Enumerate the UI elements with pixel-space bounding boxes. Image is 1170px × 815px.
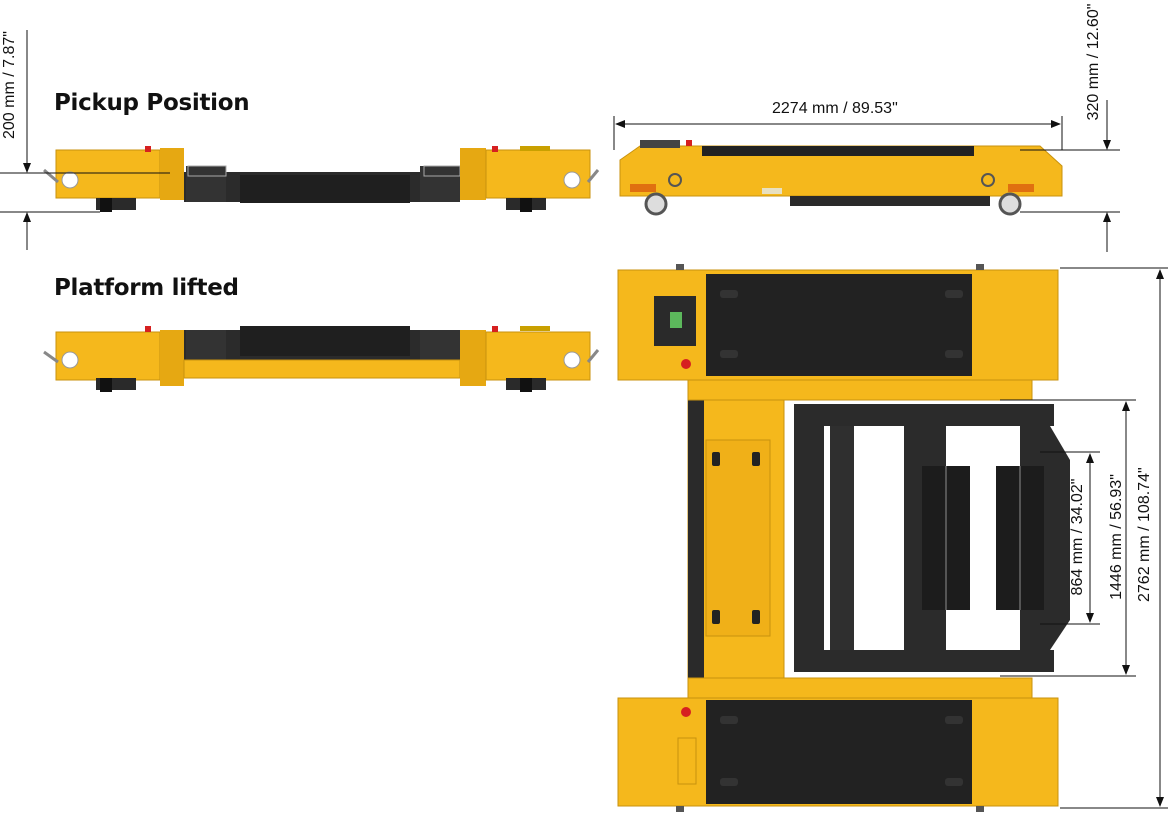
top-view xyxy=(617,264,1070,812)
dimension-vehicle-height xyxy=(1020,100,1120,252)
lift-height-label: 200 mm / 7.87" xyxy=(1,31,18,139)
platform-lifted-heading: Platform lifted xyxy=(54,275,239,301)
dimension-overall-width xyxy=(1060,267,1168,809)
dimension-length xyxy=(613,116,1063,150)
pickup-position-heading: Pickup Position xyxy=(54,90,250,116)
dimension-lift-height xyxy=(0,30,170,250)
vehicle-length-label: 2274 mm / 89.53" xyxy=(772,100,898,117)
side-view-right xyxy=(619,140,1063,216)
inner-width-label: 864 mm / 34.02" xyxy=(1069,478,1086,596)
overall-width-label: 2762 mm / 108.74" xyxy=(1136,467,1153,602)
dimension-platform-width xyxy=(1000,399,1136,677)
side-view-pickup xyxy=(43,146,600,212)
dimension-inner-width xyxy=(1040,451,1100,625)
platform-width-label: 1446 mm / 56.93" xyxy=(1108,474,1125,600)
side-view-lifted xyxy=(43,326,600,392)
vehicle-height-label: 320 mm / 12.60" xyxy=(1085,3,1102,121)
